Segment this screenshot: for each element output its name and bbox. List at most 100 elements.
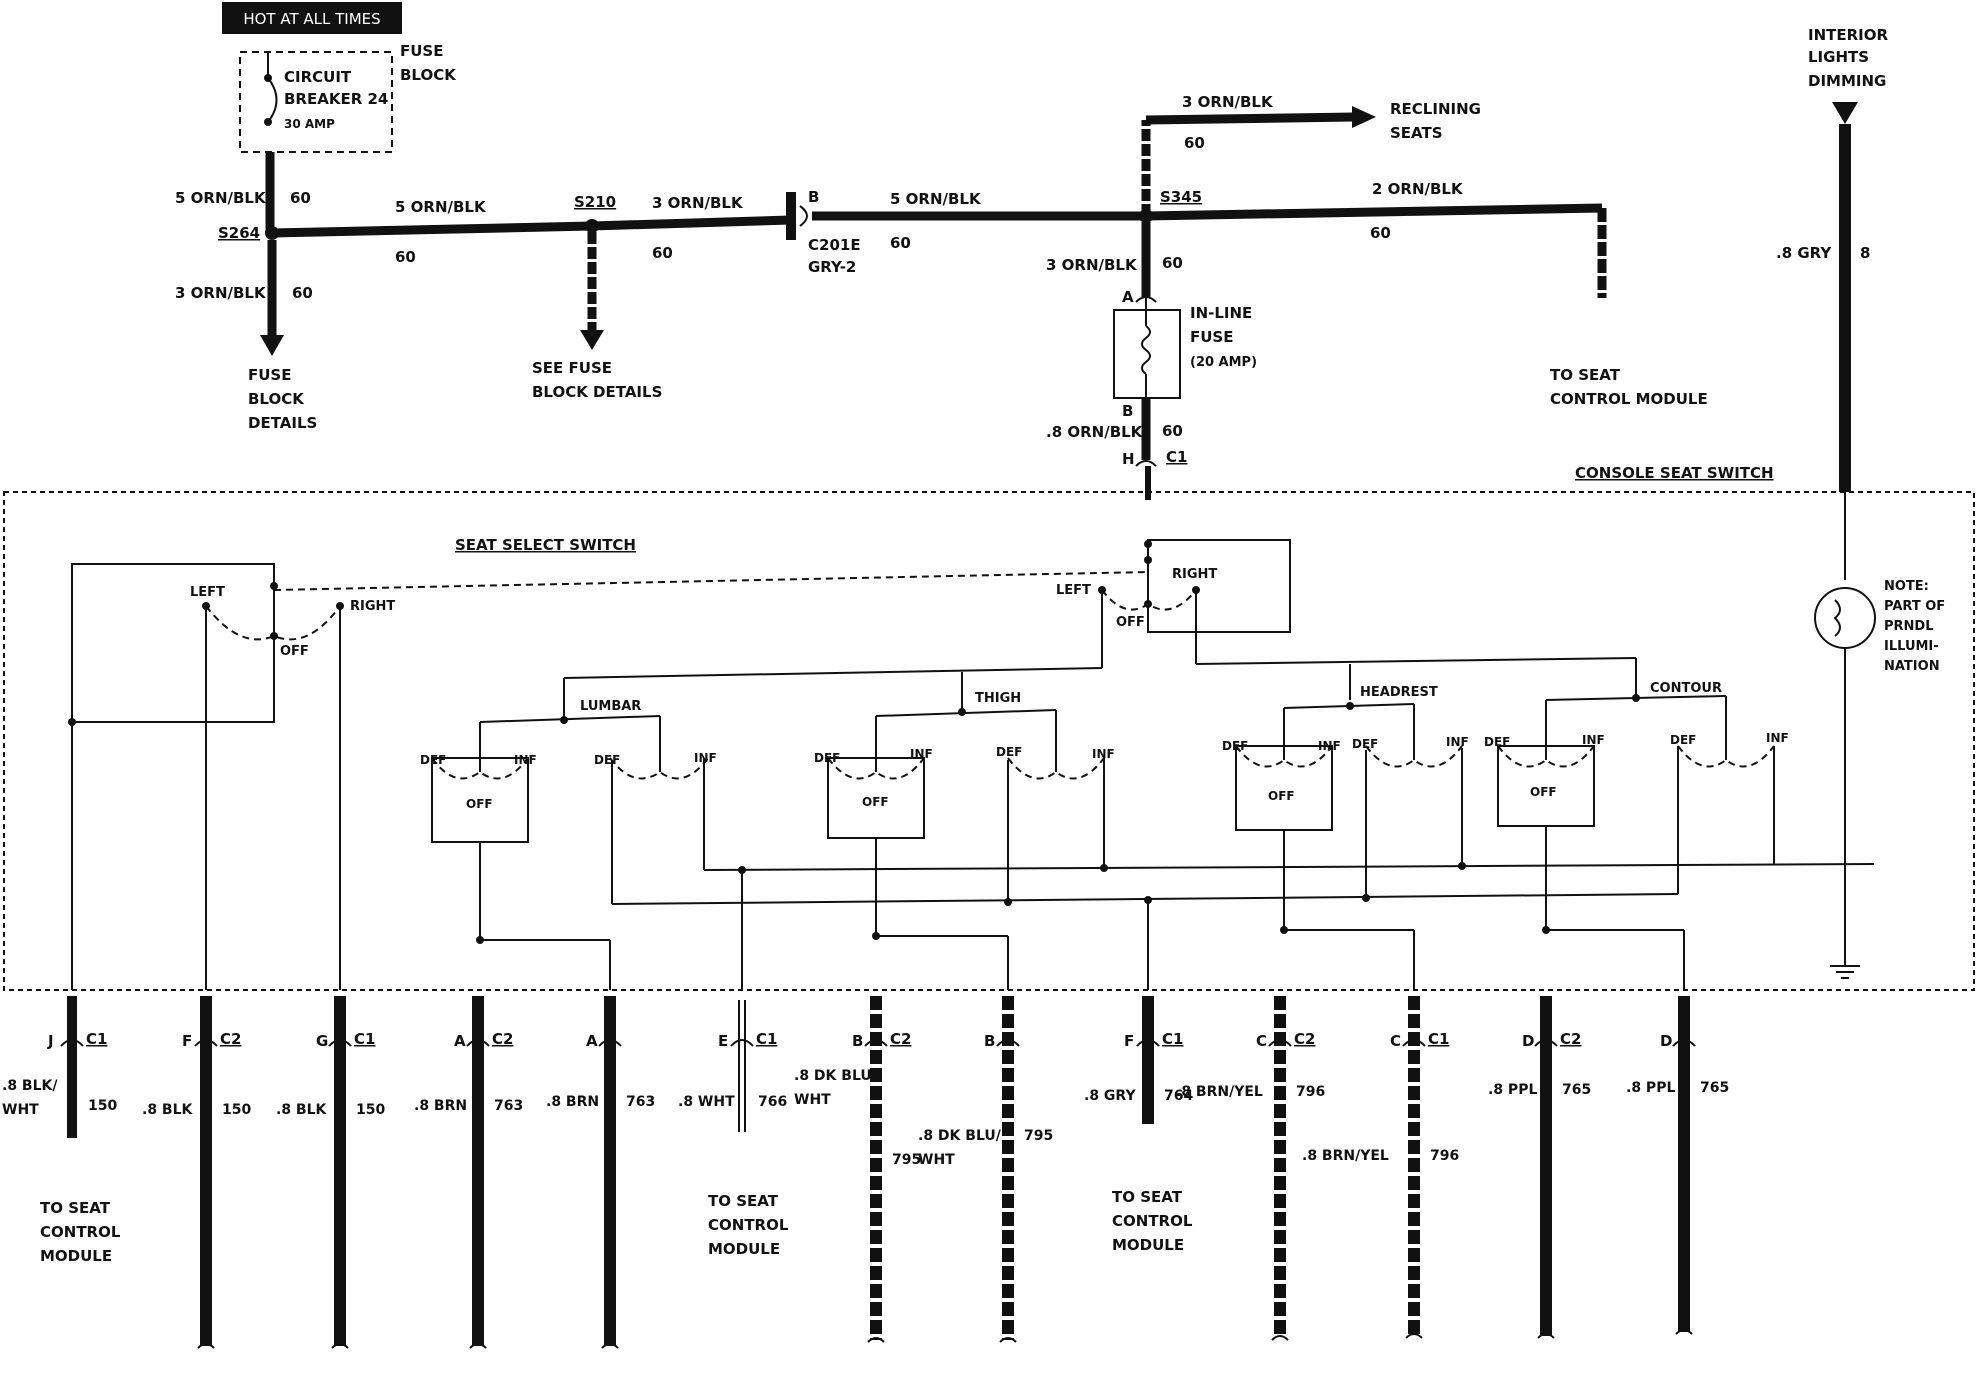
connector-pin-icon — [799, 205, 808, 227]
pin-label: D — [1522, 1032, 1534, 1050]
thigh-label: THIGH — [975, 691, 1021, 706]
junction-dot — [872, 932, 880, 940]
junction-dot — [1362, 894, 1370, 902]
junction-dot — [1280, 926, 1288, 934]
pin-label: B — [984, 1032, 995, 1050]
wire-color-label-2: WHT — [918, 1152, 955, 1168]
dest-left-1: TO SEAT — [40, 1199, 111, 1217]
wire-s345-right — [1145, 203, 1603, 221]
left-select-frame — [71, 563, 275, 723]
wire-7-circuit: 60 — [1370, 224, 1391, 242]
dest-interior-1: INTERIOR — [1808, 26, 1888, 44]
circuit-label: 766 — [758, 1094, 787, 1110]
circuit-label: 795 — [1024, 1128, 1053, 1144]
right-select-frame — [1147, 539, 1291, 633]
bus-right — [1195, 657, 1637, 665]
wire-8-label: 3 ORN/BLK — [1046, 256, 1138, 274]
dest-left-2: CONTROL — [40, 1223, 121, 1241]
wire-7-label: 2 ORN/BLK — [1372, 180, 1464, 198]
connector-label: C1 — [354, 1030, 375, 1048]
junction-dot — [270, 582, 278, 590]
bus-inf — [703, 863, 1875, 871]
wire-2-label: 5 ORN/BLK — [395, 198, 487, 216]
off-label: OFF — [1530, 785, 1557, 799]
breaker-element-icon — [267, 77, 278, 123]
inf-label: INF — [514, 753, 537, 767]
wire-color-label: .8 PPL — [1488, 1082, 1537, 1098]
wire-9-label: .8 ORN/BLK — [1046, 423, 1144, 441]
wire-end-icon — [1405, 1333, 1423, 1339]
off-label: OFF — [466, 797, 493, 811]
inf-label: INF — [1092, 747, 1115, 761]
connector-label: C1 — [1162, 1030, 1183, 1048]
breaker-rating: 30 AMP — [284, 117, 335, 131]
connector-a-icon — [1135, 296, 1157, 303]
dest-right-3: MODULE — [1112, 1236, 1184, 1254]
left-label: LEFT — [190, 585, 225, 600]
dest-reclining-2: SEATS — [1390, 124, 1443, 142]
wire-8-circuit: 60 — [1162, 254, 1183, 272]
def-label: DEF — [996, 745, 1022, 759]
wire-color-label: .8 GRY — [1084, 1088, 1136, 1104]
circuit-label: 795 — [892, 1152, 921, 1168]
wire-10-circuit: 8 — [1860, 244, 1870, 262]
circuit-label: 150 — [222, 1102, 251, 1118]
fuse-pin-h: H — [1122, 450, 1135, 468]
lamp-icon — [1814, 587, 1876, 649]
console-seat-switch-box — [3, 491, 1975, 991]
junction-dot — [1100, 864, 1108, 872]
junction-dot — [1346, 702, 1354, 710]
select-linkage-dash — [273, 571, 1149, 591]
wire-end-icon — [331, 1343, 349, 1349]
dest-mid-3: MODULE — [708, 1240, 780, 1258]
wire-color-label: .8 DK BLU/ — [918, 1128, 1002, 1144]
fuse-block-title-2: BLOCK — [400, 66, 457, 84]
wire-color-label: .8 BRN — [546, 1094, 599, 1110]
wire-color-label: .8 BLK — [276, 1102, 328, 1118]
pin-label: F — [1124, 1032, 1134, 1050]
fuse-pin-b: B — [1122, 402, 1133, 420]
bus-left — [563, 667, 1103, 679]
thigh-bar — [875, 709, 1057, 717]
hot-label: HOT AT ALL TIMES — [243, 10, 380, 28]
wire-1-circuit: 60 — [290, 189, 311, 207]
wire-end-icon — [1537, 1333, 1555, 1339]
connector-color: GRY-2 — [808, 258, 856, 276]
junction-dot — [476, 936, 484, 944]
dest-left-3: MODULE — [40, 1247, 112, 1265]
wire-color-label: .8 WHT — [678, 1094, 735, 1110]
fuse-block-box — [239, 51, 393, 153]
dest-mid-2: CONTROL — [708, 1216, 789, 1234]
circuit-label: 150 — [88, 1098, 117, 1114]
lumbar-label: LUMBAR — [580, 699, 641, 714]
splice-s345-label: S345 — [1160, 188, 1202, 206]
contact-dot — [270, 632, 278, 640]
def-label: DEF — [420, 753, 446, 767]
connector-h-icon — [1135, 460, 1157, 467]
connector-cap-icon — [194, 1039, 218, 1047]
connector-c201e — [786, 192, 796, 240]
circuit-label: 763 — [494, 1098, 523, 1114]
wire-color-label-2: WHT — [794, 1092, 831, 1108]
wire-end-icon — [1675, 1329, 1693, 1335]
seat-select-title: SEAT SELECT SWITCH — [455, 536, 636, 554]
wire-color-label: .8 PPL — [1626, 1080, 1675, 1096]
arrow-down-icon — [580, 330, 604, 350]
connector-cap-icon — [1402, 1039, 1426, 1047]
fuse-element-icon — [1141, 325, 1151, 375]
circuit-label: 765 — [1562, 1082, 1591, 1098]
arrow-right-icon — [1352, 106, 1376, 128]
inf-label: INF — [694, 751, 717, 765]
console-switch-title: CONSOLE SEAT SWITCH — [1575, 464, 1774, 482]
junction-dot — [1144, 540, 1152, 548]
def-label: DEF — [1222, 739, 1248, 753]
wire-color-label: .8 BRN — [414, 1098, 467, 1114]
